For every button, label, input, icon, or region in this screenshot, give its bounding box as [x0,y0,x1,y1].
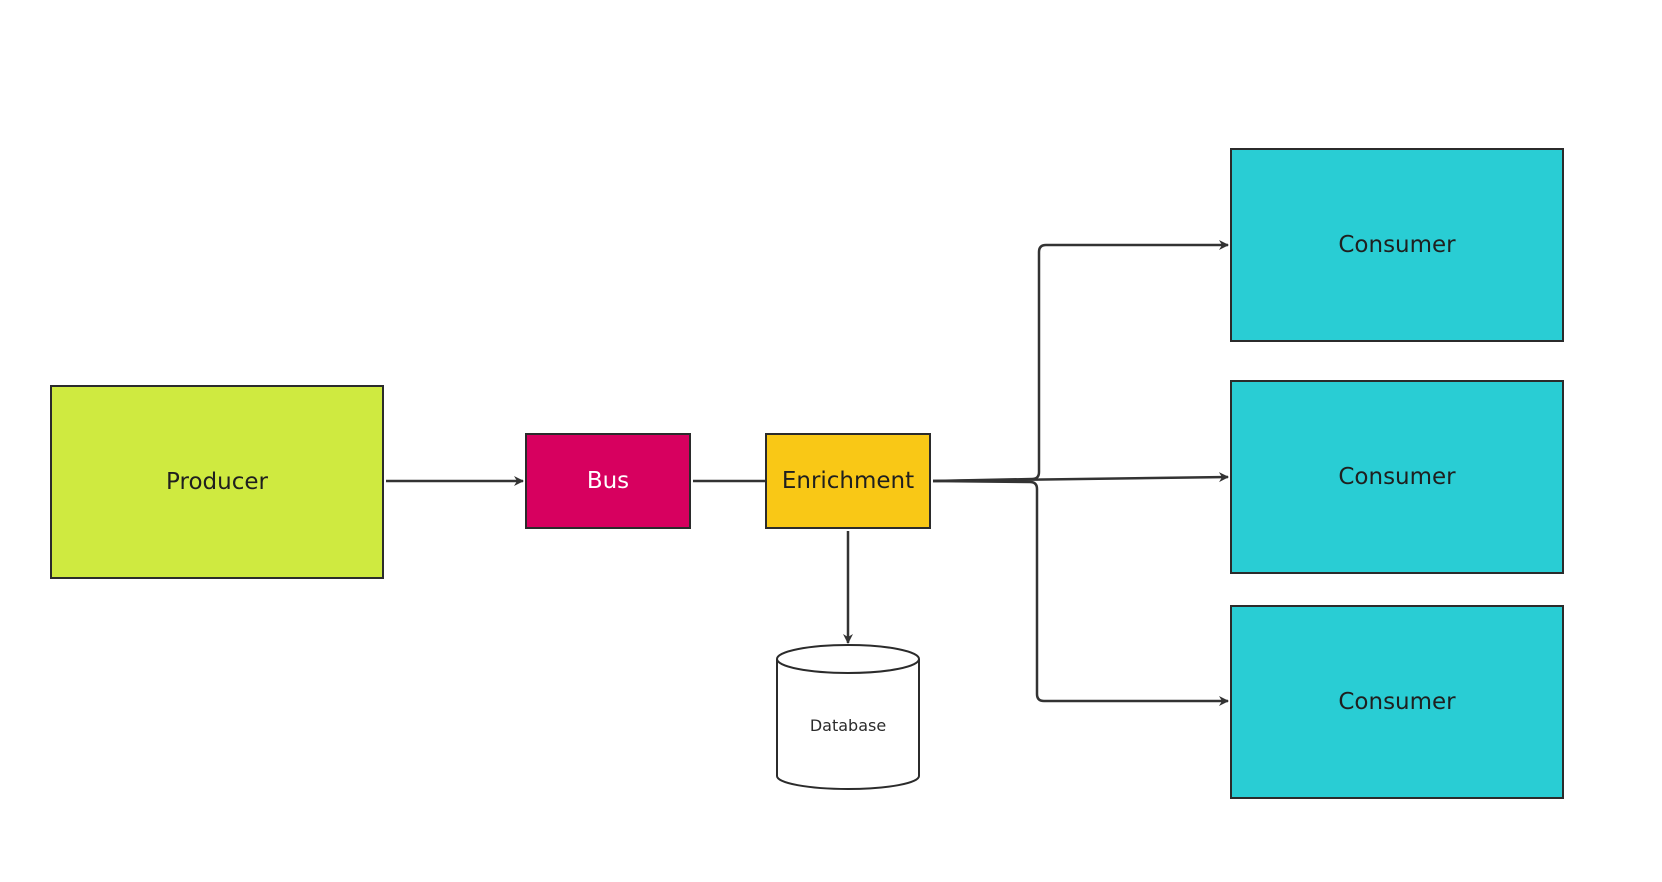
database-cylinder [776,644,920,790]
consumer-label: Consumer [1338,689,1456,715]
enrichment-node[interactable]: Enrichment [765,433,931,529]
producer-label: Producer [166,469,268,495]
producer-node[interactable]: Producer [50,385,384,579]
consumer-node[interactable]: Consumer [1230,148,1564,342]
consumer-node[interactable]: Consumer [1230,380,1564,574]
consumer-node[interactable]: Consumer [1230,605,1564,799]
consumer-label: Consumer [1338,232,1456,258]
bus-label: Bus [586,468,630,494]
consumer-label: Consumer [1338,464,1456,490]
edge-enrichment-consumer-3 [932,479,1229,706]
enrichment-label: Enrichment [781,468,915,494]
bus-node[interactable]: Bus [525,433,691,529]
edge-enrichment-consumer-1 [932,240,1229,483]
database-label: Database [809,716,887,735]
